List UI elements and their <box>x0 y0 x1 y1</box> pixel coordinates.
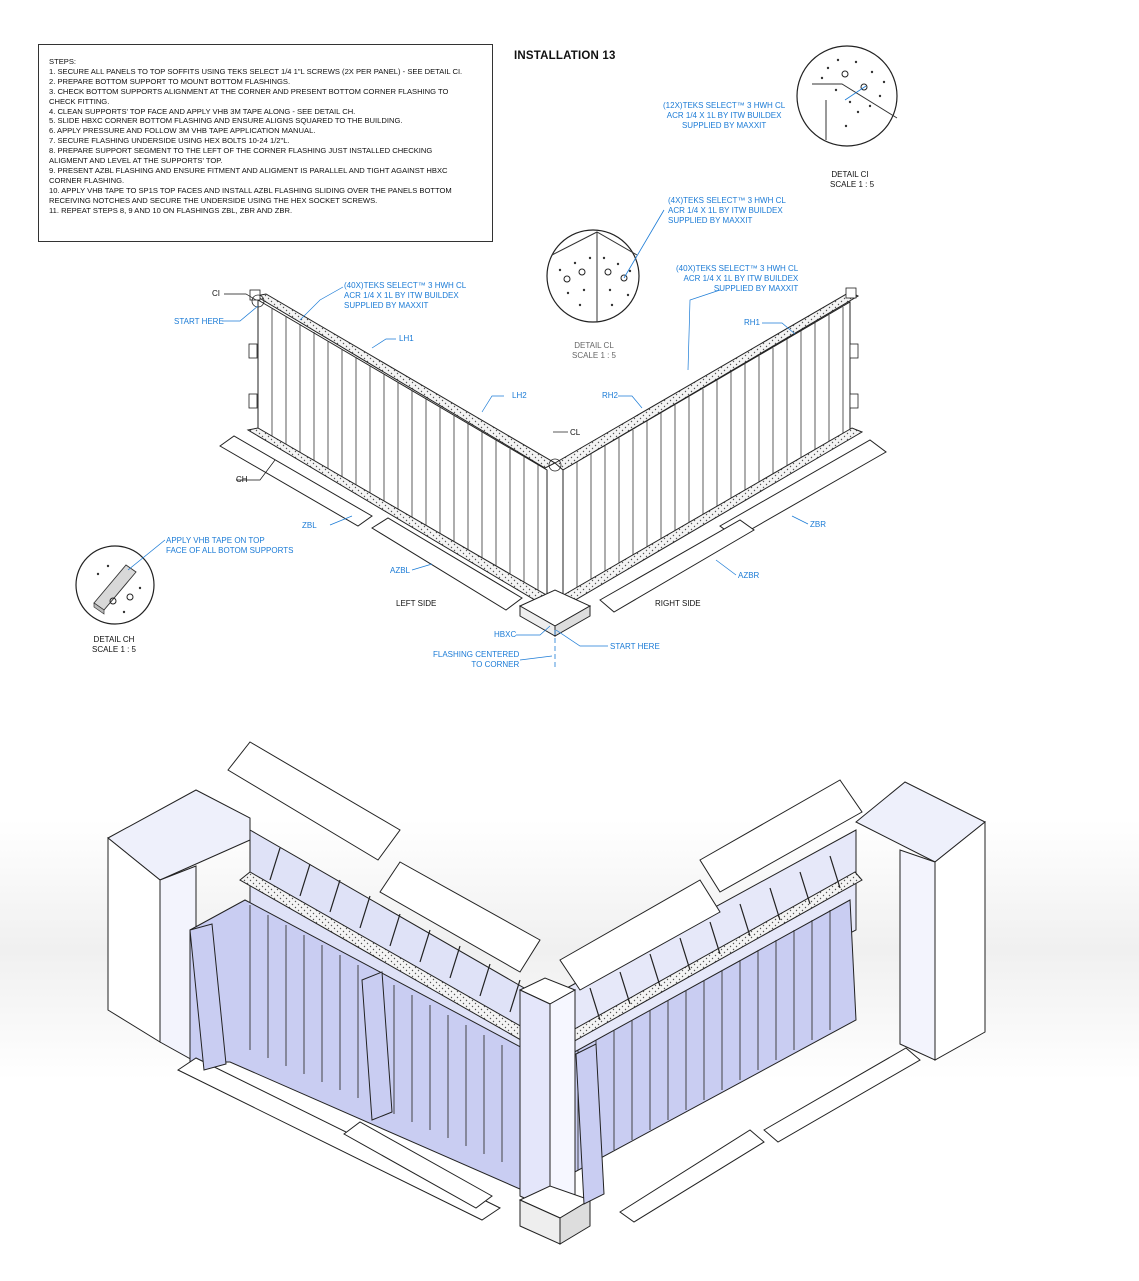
detail-ci-view <box>796 45 898 147</box>
label-left-side: LEFT SIDE <box>396 599 437 608</box>
step-line: 4. CLEAN SUPPORTS' TOP FACE AND APPLY VH… <box>49 106 356 116</box>
callout-line: (40X)TEKS SELECT™ 3 HWH CL <box>344 281 467 290</box>
lower-isometric-view <box>0 741 1139 1245</box>
leader-lines <box>224 293 568 481</box>
callout-line: SUPPLIED BY MAXXIT <box>681 121 767 130</box>
step-line: 8. PREPARE SUPPORT SEGMENT TO THE LEFT O… <box>49 146 433 156</box>
label-lh2: LH2 <box>512 391 527 400</box>
detail-ci-caption: DETAIL CI SCALE 1 : 5 <box>830 170 875 190</box>
step-line: 5. SLIDE HBXC CORNER BOTTOM FLASHING AND… <box>49 116 403 126</box>
callout-line: TO CORNER <box>471 660 520 669</box>
step-line: 11. REPEAT STEPS 8, 9 AND 10 ON FLASHING… <box>49 205 293 215</box>
detail-name: DETAIL CI <box>831 170 869 179</box>
callout-line: SUPPLIED BY MAXXIT <box>344 301 429 310</box>
label-hbxc: HBXC <box>494 630 517 639</box>
callout-line: ACR 1/4 X 1L BY ITW BUILDEX <box>344 291 459 300</box>
detail-ci-callout: (12X)TEKS SELECT™ 3 HWH CL ACR 1/4 X 1L … <box>663 101 785 131</box>
label-lh1: LH1 <box>399 334 414 343</box>
detail-cl-callout: (4X)TEKS SELECT™ 3 HWH CL ACR 1/4 X 1L B… <box>668 196 786 226</box>
right-screws-callout: (40X)TEKS SELECT™ 3 HWH CL ACR 1/4 X 1L … <box>676 264 798 294</box>
drawing-title: INSTALLATION 13 <box>514 50 616 62</box>
steps-heading: STEPS: <box>49 57 77 66</box>
flashing-centered-callout: FLASHING CENTERED TO CORNER <box>433 650 519 670</box>
blue-leader-lines <box>222 286 809 661</box>
step-line: CHECK FITTING. <box>49 96 110 106</box>
detail-name: DETAIL CH <box>93 635 135 644</box>
step-line: 2. PREPARE BOTTOM SUPPORT TO MOUNT BOTTO… <box>49 76 291 86</box>
callout-line: ACR 1/4 X 1L BY ITW BUILDEX <box>668 206 783 215</box>
label-ci: CI <box>212 289 220 298</box>
callout-line: SUPPLIED BY MAXXIT <box>713 284 799 293</box>
detail-cl-caption: DETAIL CL SCALE 1 : 5 <box>570 341 618 361</box>
step-line: 10. APPLY VHB TAPE TO SP1s TOP FACES AND… <box>49 185 452 195</box>
callout-line: FLASHING CENTERED <box>433 650 520 659</box>
label-cl: CL <box>570 428 581 437</box>
label-rh1: RH1 <box>744 318 761 327</box>
step-line: 3. CHECK BOTTOM SUPPORTS ALIGNMENT AT TH… <box>49 86 449 96</box>
detail-ch-view <box>75 539 166 625</box>
step-line: CORNER FLASHING. <box>49 175 125 185</box>
step-line: ALIGMENT AND LEVEL AT THE SUPPORTS' TOP. <box>49 156 223 166</box>
step-line: 6. APPLY PRESSURE AND FOLLOW 3M VHB TAPE… <box>49 126 316 136</box>
step-line: RECEIVING NOTCHES AND SECURE THE UNDERSI… <box>49 195 378 205</box>
callout-line: ACR 1/4 X 1L BY ITW BUILDEX <box>683 274 799 283</box>
detail-name: DETAIL CL <box>574 341 614 350</box>
upper-assembly-drawing <box>219 287 887 668</box>
label-start-here-left: START HERE <box>174 317 224 326</box>
callout-line: SUPPLIED BY MAXXIT <box>668 216 753 225</box>
callout-line: APPLY VHB TAPE ON TOP <box>166 536 265 545</box>
detail-cl-view <box>546 209 665 323</box>
detail-scale: SCALE 1 : 5 <box>571 351 617 360</box>
label-rh2: RH2 <box>602 391 619 400</box>
step-line: 9. PRESENT AZBL FLASHING AND ENSURE FITM… <box>49 165 448 175</box>
callout-line: FACE OF ALL BOTOM SUPPORTS <box>166 546 294 555</box>
label-zbl: ZBL <box>302 521 317 530</box>
label-azbl: AZBL <box>390 566 411 575</box>
callout-line: ACR 1/4 X 1L BY ITW BUILDEX <box>666 111 782 120</box>
detail-ch-caption: DETAIL CH SCALE 1 : 5 <box>90 635 138 655</box>
label-ch: CH <box>236 475 248 484</box>
callout-line: (12X)TEKS SELECT™ 3 HWH CL <box>663 101 786 110</box>
callout-line: (40X)TEKS SELECT™ 3 HWH CL <box>676 264 799 273</box>
detail-scale: SCALE 1 : 5 <box>91 645 137 654</box>
callout-line: (4X)TEKS SELECT™ 3 HWH CL <box>668 196 786 205</box>
label-right-side: RIGHT SIDE <box>655 599 701 608</box>
detail-ch-callout: APPLY VHB TAPE ON TOP FACE OF ALL BOTOM … <box>166 536 293 556</box>
left-screws-callout: (40X)TEKS SELECT™ 3 HWH CL ACR 1/4 X 1L … <box>344 281 466 311</box>
step-line: 7. SECURE FLASHING UNDERSIDE USING HEX B… <box>49 136 290 146</box>
detail-scale: SCALE 1 : 5 <box>830 180 875 189</box>
step-line: 1. SECURE ALL PANELS TO TOP SOFFITS USIN… <box>49 66 463 76</box>
steps-box: STEPS: 1. SECURE ALL PANELS TO TOP SOFFI… <box>38 44 493 242</box>
label-start-here-right: START HERE <box>610 642 660 651</box>
label-zbr: ZBR <box>810 520 826 529</box>
label-azbr: AZBR <box>738 571 760 580</box>
